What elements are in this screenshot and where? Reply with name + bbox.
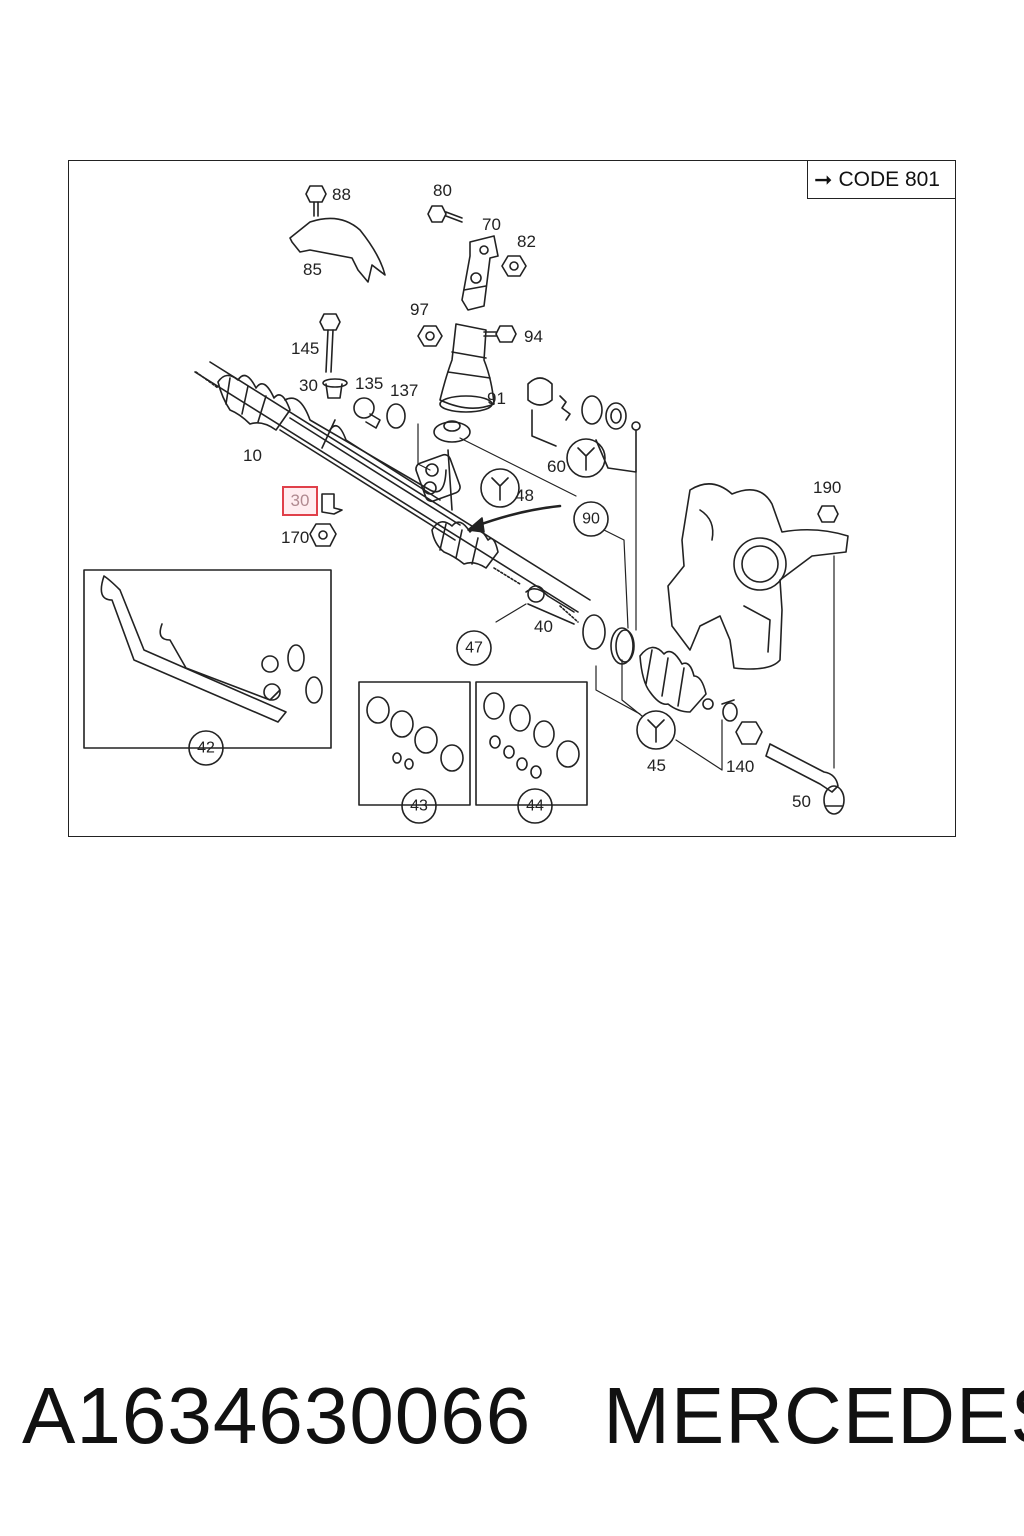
footer-caption: A1634630066 MERCEDES xyxy=(22,1370,1024,1462)
circled-label-47: 47 xyxy=(465,640,483,657)
label-91: 91 xyxy=(487,389,506,408)
bolt-80 xyxy=(427,205,463,223)
inner-tie-rod-40 xyxy=(525,585,579,625)
label-85: 85 xyxy=(303,260,322,279)
curved-arrow xyxy=(467,504,562,533)
part-labels: 88 85 80 70 82 97 94 145 30 135 137 91 1… xyxy=(243,181,841,811)
circled-label-90: 90 xyxy=(582,511,600,528)
steering-rack-body xyxy=(194,361,591,613)
universal-joint-70 xyxy=(461,235,499,311)
label-70: 70 xyxy=(482,215,501,234)
part-number: A1634630066 xyxy=(22,1371,532,1460)
tie-rod-nut xyxy=(735,721,763,745)
long-bolt-145 xyxy=(319,313,341,373)
bolt-94 xyxy=(483,325,517,343)
nut-82 xyxy=(501,255,527,277)
hydraulic-lines xyxy=(284,397,447,501)
label-10: 10 xyxy=(243,446,262,465)
inset-44 xyxy=(475,681,588,806)
separate-bellows-45 xyxy=(639,646,714,713)
label-45: 45 xyxy=(647,756,666,775)
label-94: 94 xyxy=(524,327,543,346)
steering-knuckle xyxy=(667,483,849,670)
label-48: 48 xyxy=(515,486,534,505)
circled-label-44: 44 xyxy=(526,798,544,815)
inset-42 xyxy=(83,569,332,749)
nut-97 xyxy=(417,325,443,347)
circled-number-frames xyxy=(188,501,609,824)
label-40: 40 xyxy=(534,617,553,636)
code-label: CODE 801 xyxy=(838,167,940,191)
code-reference-box: ➞ CODE 801 xyxy=(807,161,956,199)
label-140: 140 xyxy=(726,757,754,776)
pressure-piece-group-60 xyxy=(527,377,641,473)
label-137: 137 xyxy=(390,381,418,400)
label-135: 135 xyxy=(355,374,383,393)
rings-45 xyxy=(582,614,635,665)
diagram-frame xyxy=(68,160,956,837)
nut-190 xyxy=(817,505,839,523)
circled-labels: 90 47 42 43 44 45 xyxy=(197,511,666,815)
o-ring-137 xyxy=(386,403,406,429)
label-145: 145 xyxy=(291,339,319,358)
highlighted-part-30[interactable]: 30 xyxy=(282,486,318,516)
label-80: 80 xyxy=(433,181,452,200)
bushing-30-top xyxy=(322,378,348,399)
steering-rack-diagram: 88 85 80 70 82 97 94 145 30 135 137 91 1… xyxy=(83,181,849,824)
label-50: 50 xyxy=(792,792,811,811)
label-170: 170 xyxy=(281,528,309,547)
steering-boot-91 xyxy=(439,323,495,413)
label-190: 190 xyxy=(813,478,841,497)
label-97: 97 xyxy=(410,300,429,319)
tie-rod-end-50 xyxy=(765,743,845,815)
threaded-ends xyxy=(195,371,521,585)
clamp-140 xyxy=(721,699,738,722)
inset-43 xyxy=(358,681,471,806)
highlighted-part-label: 30 xyxy=(290,491,310,510)
label-30: 30 xyxy=(299,376,318,395)
nut-170 xyxy=(309,523,337,547)
circled-label-42: 42 xyxy=(197,740,215,757)
circled-label-43: 43 xyxy=(410,798,428,815)
rack-right-bellows xyxy=(431,521,499,569)
valve-housing xyxy=(415,449,461,511)
label-60: 60 xyxy=(547,457,566,476)
heat-shield-85 xyxy=(289,217,386,283)
plug-135 xyxy=(353,397,381,429)
label-82: 82 xyxy=(517,232,536,251)
bushing-30-lower xyxy=(321,493,343,515)
wrench-icon xyxy=(480,438,676,750)
leader-lines xyxy=(417,423,835,771)
label-88: 88 xyxy=(332,185,351,204)
seal-48 xyxy=(433,420,471,443)
left-bellows xyxy=(217,374,291,431)
bolt-88 xyxy=(305,185,327,217)
arrow-right-icon: ➞ xyxy=(814,166,833,192)
brand-name: MERCEDES xyxy=(603,1371,1024,1460)
